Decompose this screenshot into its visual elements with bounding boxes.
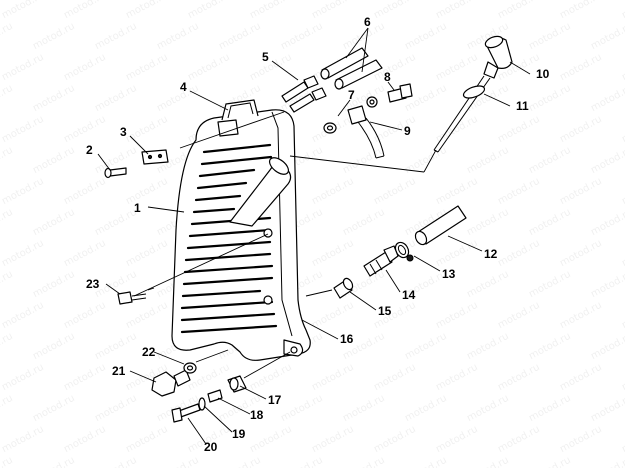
bolt-23	[117, 291, 147, 305]
callout-15: 15	[378, 304, 392, 318]
mounting-bracket-4	[217, 99, 259, 137]
leader-lines	[97, 27, 531, 445]
hose-12	[414, 205, 467, 246]
filler-cap-10	[483, 35, 513, 79]
bolt-8	[387, 83, 413, 103]
callout-19: 19	[232, 427, 246, 441]
callout-21: 21	[112, 364, 126, 378]
bracket-plate-3	[141, 149, 169, 165]
callout-5: 5	[262, 50, 269, 64]
bolt-20	[171, 403, 201, 423]
callout-10: 10	[536, 67, 550, 81]
callout-8: 8	[384, 70, 391, 84]
callout-6: 6	[364, 15, 371, 29]
banjo-pipe-9	[347, 105, 385, 159]
callout-11: 11	[516, 99, 529, 113]
callout-20: 20	[204, 440, 218, 454]
o-ring-11	[462, 85, 486, 99]
washer-19	[198, 397, 206, 411]
spacer-18	[207, 389, 223, 403]
fittings-5	[281, 75, 327, 113]
callout-17: 17	[268, 393, 282, 407]
callout-9: 9	[404, 124, 411, 138]
callout-16: 16	[340, 332, 354, 346]
washer-7	[323, 96, 378, 134]
fitting-14	[363, 245, 399, 277]
oil-tank	[171, 109, 311, 361]
callout-14: 14	[402, 288, 416, 302]
washer-22	[183, 362, 197, 374]
callout-22: 22	[142, 345, 156, 359]
callout-3: 3	[120, 125, 127, 139]
callout-2: 2	[86, 143, 93, 157]
callout-12: 12	[484, 247, 498, 261]
bushing-17	[227, 375, 247, 393]
callout-4: 4	[180, 80, 187, 94]
tank-ribs	[180, 143, 278, 334]
filler-neck	[229, 157, 292, 227]
callout-18: 18	[250, 408, 264, 422]
callout-7: 7	[348, 88, 355, 102]
callout-13: 13	[442, 267, 456, 281]
screw-2	[104, 167, 127, 179]
drain-bolt-21	[151, 369, 191, 397]
adapter-15	[333, 277, 354, 299]
hoses-6	[320, 47, 383, 90]
callout-1: 1	[134, 201, 141, 215]
callout-23: 23	[86, 277, 100, 291]
hose-clamp-13	[394, 241, 414, 262]
callout-labels: 1 2 3 4 5 6 7 8 9 10 11 12 13 14 15 16 1…	[86, 15, 550, 454]
